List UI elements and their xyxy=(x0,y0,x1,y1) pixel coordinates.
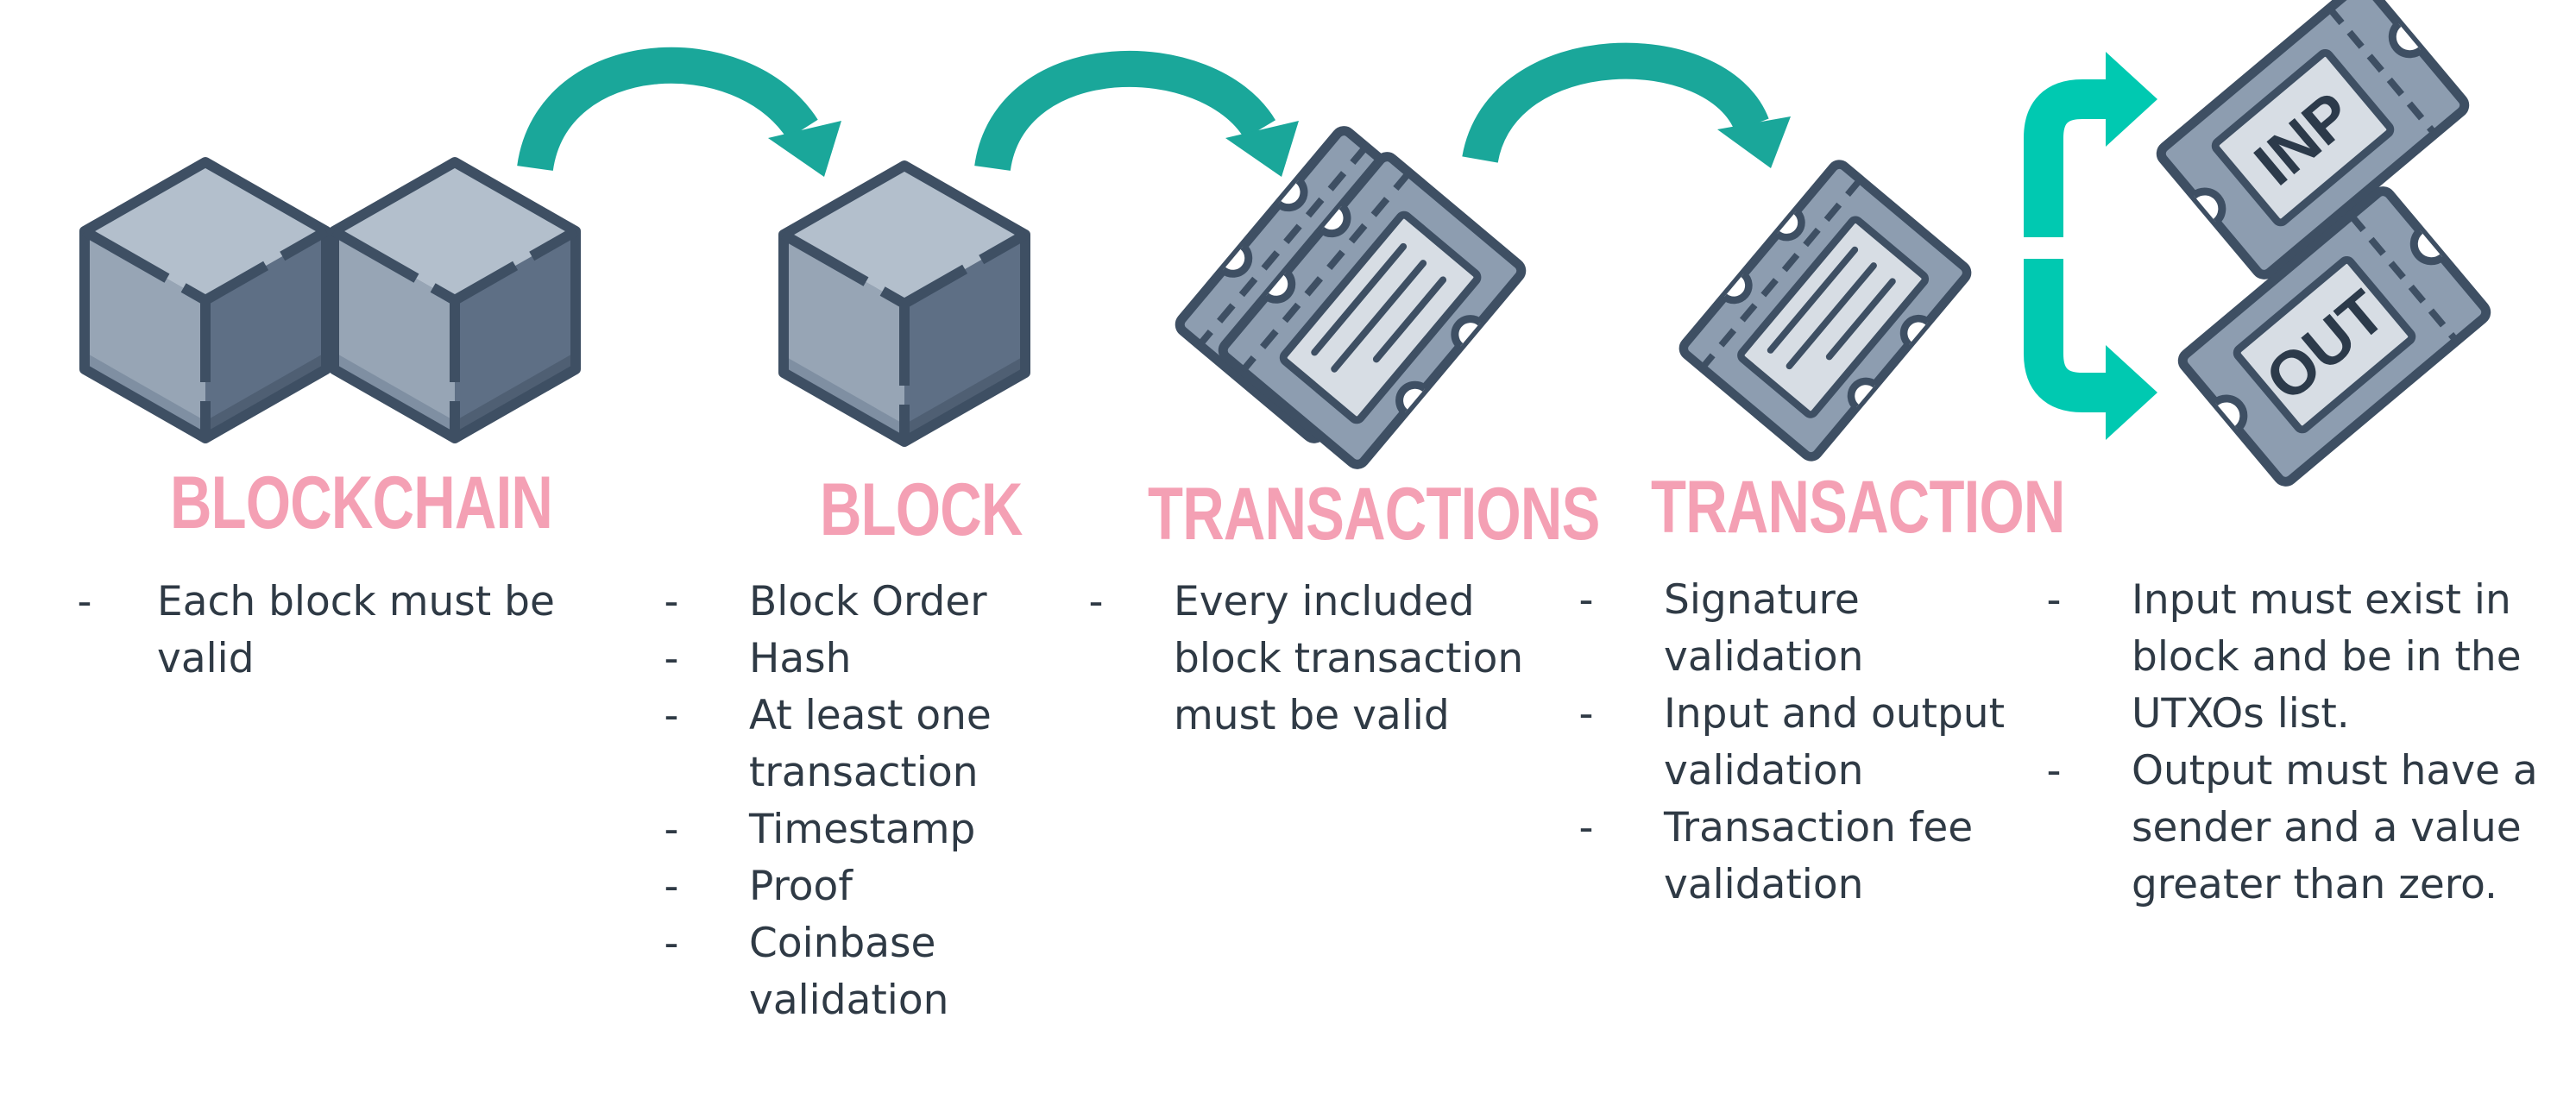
stage-list-block: - Block Order - Hash - At least one tran… xyxy=(654,574,1051,1029)
list-item: - At least one transaction xyxy=(654,688,1051,801)
list-item: - Input and output validation xyxy=(1569,686,2052,800)
bullet-dash: - xyxy=(664,920,679,967)
stage-title-transactions: TRANSACTIONS xyxy=(1148,473,1600,556)
bullet-dash: - xyxy=(2046,576,2062,624)
bullet-dash: - xyxy=(2046,747,2062,795)
block-cube-icon xyxy=(784,166,1025,442)
bullet-dash: - xyxy=(664,863,679,910)
list-item: - Every included block transaction must … xyxy=(1079,574,1562,744)
curved-arrow-icon xyxy=(517,47,841,177)
bullet-dash: - xyxy=(1578,576,1594,624)
list-item: - Timestamp xyxy=(654,801,1051,858)
stage-title-transaction: TRANSACTION xyxy=(1651,466,2065,549)
list-item: - Hash xyxy=(654,631,1051,688)
curved-arrow-icon xyxy=(974,50,1299,177)
split-arrow-icon xyxy=(2024,52,2157,440)
stage-title-block: BLOCK xyxy=(820,468,1023,551)
list-item: - Proof xyxy=(654,858,1051,915)
list-item: - Signature validation xyxy=(1569,572,2052,686)
bullet-dash: - xyxy=(664,806,679,853)
transaction-ticket-icon xyxy=(1680,161,1970,461)
stage-list-transactions: - Every included block transaction must … xyxy=(1079,574,1562,744)
list-item: - Transaction fee validation xyxy=(1569,800,2052,914)
stage-title-blockchain: BLOCKCHAIN xyxy=(170,462,553,544)
list-item: - Block Order xyxy=(654,574,1051,631)
list-item: - Coinbase validation xyxy=(654,915,1051,1029)
bullet-dash: - xyxy=(1088,578,1104,625)
transactions-tickets-icon xyxy=(1176,128,1525,468)
bullet-dash: - xyxy=(664,635,679,682)
list-item: - Output must have a sender and a value … xyxy=(2037,743,2563,914)
bullet-dash: - xyxy=(77,578,92,625)
curved-arrow-icon xyxy=(1462,42,1791,168)
stage-list-transaction: - Signature validation - Input and outpu… xyxy=(1569,572,2052,914)
bullet-dash: - xyxy=(1578,690,1594,738)
bullet-dash: - xyxy=(664,578,679,625)
bullet-dash: - xyxy=(1578,804,1594,851)
bullet-dash: - xyxy=(664,692,679,739)
stage-list-blockchain: - Each block must be valid xyxy=(67,574,602,688)
list-item: - Input must exist in block and be in th… xyxy=(2037,572,2563,743)
stage-list-input-output: - Input must exist in block and be in th… xyxy=(2037,572,2563,914)
input-ticket-icon: INP xyxy=(2157,0,2468,278)
list-item: - Each block must be valid xyxy=(67,574,602,688)
blockchain-cubes-icon xyxy=(85,162,576,438)
output-ticket-icon: OUT xyxy=(2179,188,2490,486)
